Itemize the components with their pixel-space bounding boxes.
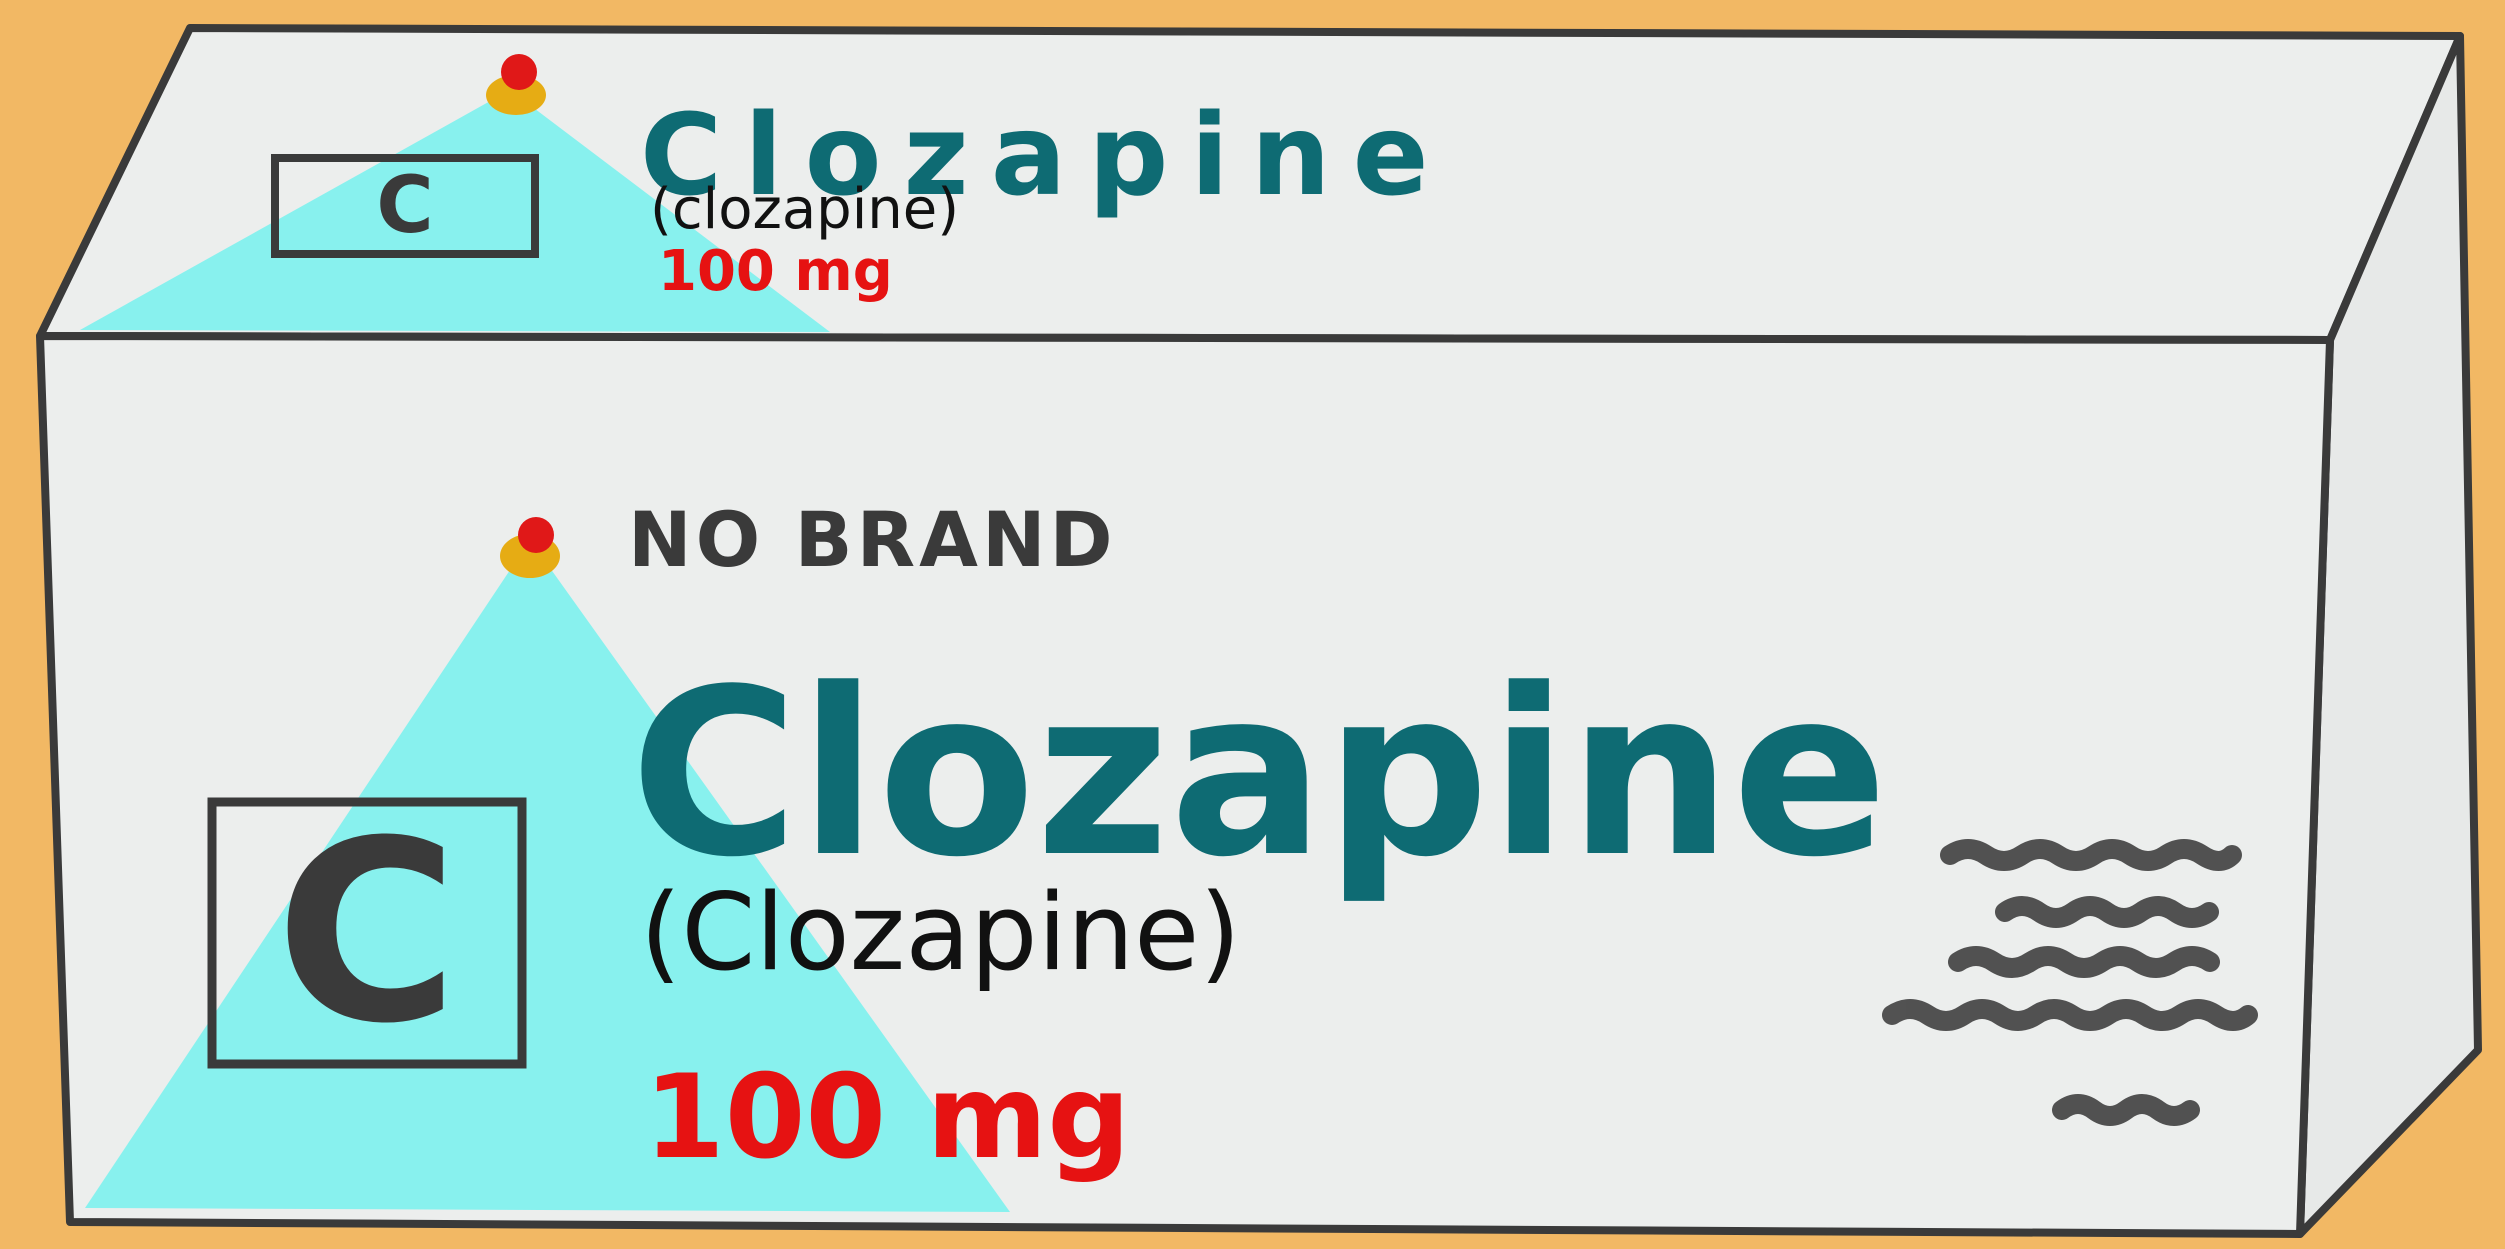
scribble-text-block: [1882, 839, 2258, 1126]
front-logo-frame: [207, 797, 527, 1069]
scribble-line: [1882, 999, 2258, 1031]
front-brand-label: NO BRAND: [628, 495, 1117, 584]
front-dose: 100 mg: [644, 1050, 1131, 1185]
front-generic-name: (Clozapine): [640, 871, 1241, 994]
top-logo-dot-icon: [486, 54, 546, 115]
top-brand-name: Clozapine: [640, 91, 1451, 221]
front-logo-dot-icon: [500, 517, 560, 578]
scribble-line: [1995, 896, 2219, 928]
top-generic-name: (clozapine): [650, 177, 960, 242]
scribble-line: [1948, 946, 2220, 978]
scribble-line: [2052, 1094, 2200, 1126]
top-logo-letter: C: [376, 161, 434, 251]
top-logo-frame: [271, 154, 539, 258]
front-brand-name: Clozapine: [630, 641, 1888, 908]
front-logo-letter: C: [275, 787, 459, 1078]
scribble-line: [1940, 839, 2242, 871]
top-dose: 100 mg: [658, 239, 893, 304]
front-logo-triangle: [85, 540, 1010, 1212]
top-logo-triangle: [80, 90, 830, 332]
